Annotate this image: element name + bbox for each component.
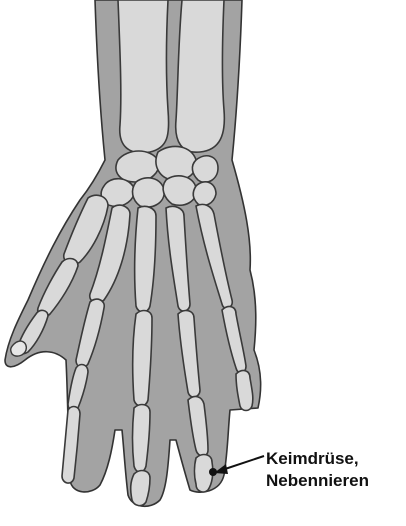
annotation-label: Keimdrüse, Nebennieren	[266, 448, 406, 492]
ulna-bone	[118, 0, 169, 153]
annotation-line-1: Keimdrüse,	[266, 448, 406, 470]
annotation-line-2: Nebennieren	[266, 470, 406, 492]
radius-bone	[176, 0, 225, 152]
